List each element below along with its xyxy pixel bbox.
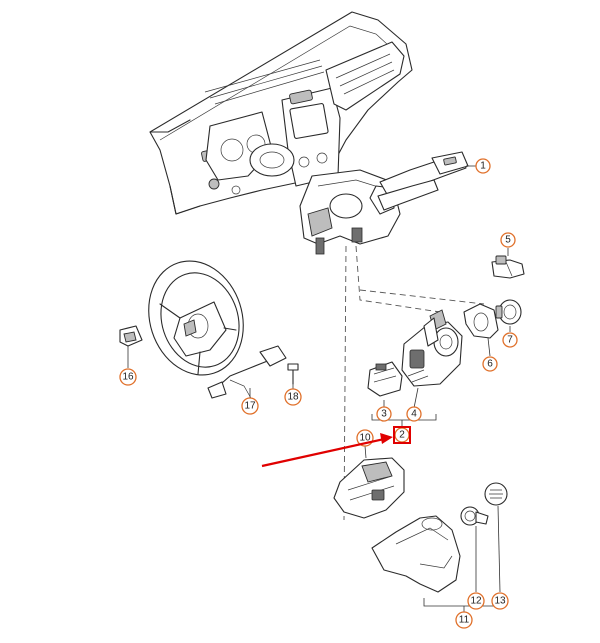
callout-2: 2 xyxy=(393,426,411,444)
callout-label-18: 18 xyxy=(287,392,299,403)
trim-ring xyxy=(463,303,499,339)
lower-trim-cover xyxy=(371,515,461,593)
ignition-switch xyxy=(367,361,403,397)
callout-leaders xyxy=(466,165,511,357)
callout-label-12: 12 xyxy=(470,596,482,607)
callout-5: 5 xyxy=(500,232,516,248)
callout-label-3: 3 xyxy=(381,409,387,420)
callout-label-13: 13 xyxy=(494,596,506,607)
callout-label-5: 5 xyxy=(505,235,511,246)
assembly-guides xyxy=(343,245,485,521)
callout-7: 7 xyxy=(502,332,518,348)
screw xyxy=(287,363,299,390)
callout-6: 6 xyxy=(482,356,498,372)
highlight-box xyxy=(393,426,411,444)
callout-label-4: 4 xyxy=(411,409,417,420)
callout-label-1: 1 xyxy=(480,161,486,172)
cap xyxy=(484,482,508,593)
callout-label-11: 11 xyxy=(459,615,470,626)
group-bracket-11 xyxy=(423,598,501,612)
callout-12: 12 xyxy=(467,592,485,610)
knob xyxy=(495,299,522,325)
callout-17: 17 xyxy=(241,397,259,415)
callout-18: 18 xyxy=(284,388,302,406)
callout-label-6: 6 xyxy=(487,359,493,370)
callout-4: 4 xyxy=(406,406,422,422)
callout-16: 16 xyxy=(119,368,137,386)
callout-11: 11 xyxy=(455,611,473,629)
cable-harness xyxy=(207,345,287,401)
grommet xyxy=(460,506,489,592)
column-housing xyxy=(333,445,405,519)
callout-13: 13 xyxy=(491,592,509,610)
callout-label-10: 10 xyxy=(359,433,371,444)
sensor-part xyxy=(491,255,525,279)
callout-3: 3 xyxy=(376,406,392,422)
combination-switch xyxy=(299,151,469,255)
steering-wheel xyxy=(148,260,244,376)
ignition-lock xyxy=(401,309,463,387)
callout-label-2: 2 xyxy=(399,430,405,441)
callout-label-7: 7 xyxy=(507,335,513,346)
callout-label-16: 16 xyxy=(122,372,134,383)
callout-1: 1 xyxy=(475,158,491,174)
red-arrow xyxy=(261,433,393,468)
dashboard xyxy=(149,11,413,215)
callout-label-17: 17 xyxy=(244,401,256,412)
clip-part xyxy=(119,325,143,368)
